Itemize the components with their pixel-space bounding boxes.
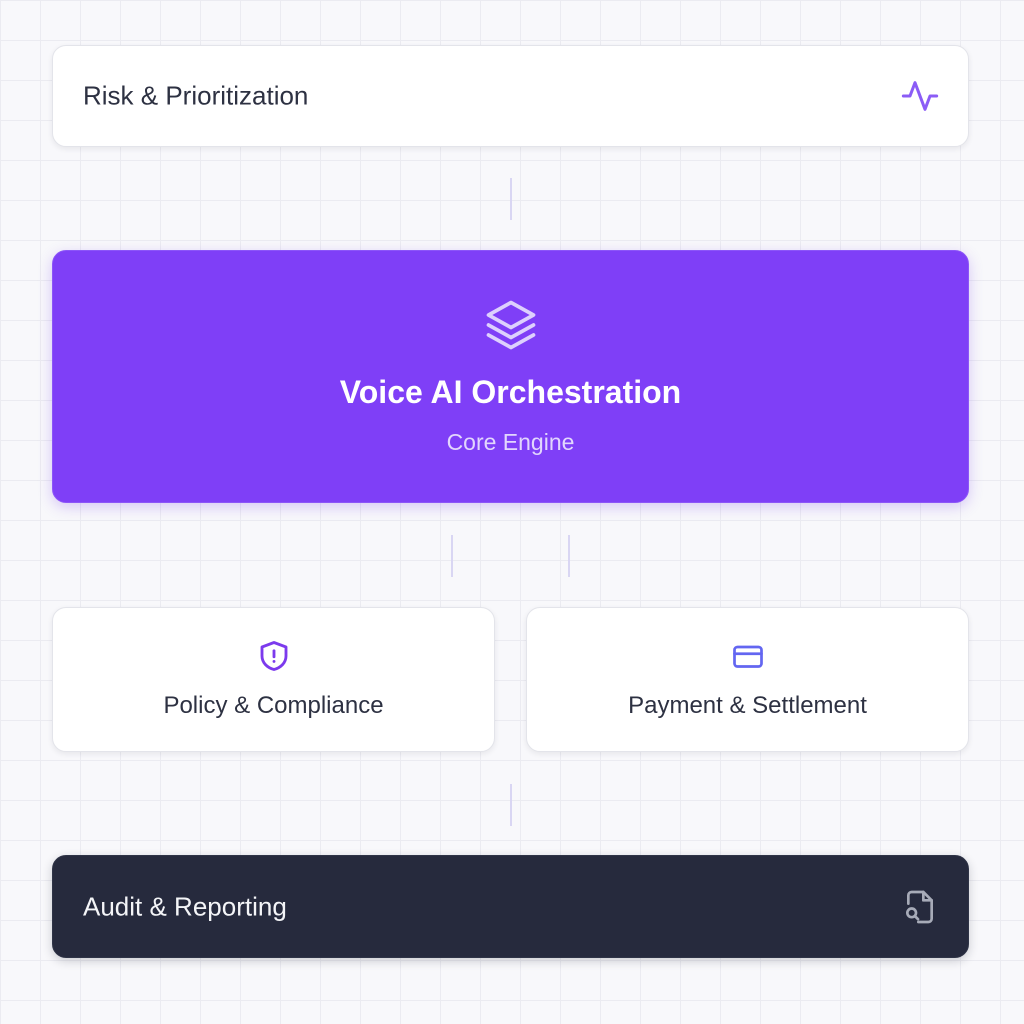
risk-prioritization-card: Risk & Prioritization: [52, 45, 969, 147]
file-search-icon: [906, 890, 933, 923]
connector-to-audit: [510, 784, 512, 826]
audit-reporting-card: Audit & Reporting: [52, 855, 969, 958]
connector-core-to-policy: [451, 535, 453, 577]
activity-pulse-icon: [901, 81, 939, 111]
connector-core-to-payment: [568, 535, 570, 577]
payment-settlement-title: Payment & Settlement: [628, 692, 867, 719]
core-engine-title: Voice AI Orchestration: [339, 374, 682, 410]
payment-settlement-card: Payment & Settlement: [526, 607, 969, 752]
audit-reporting-title: Audit & Reporting: [83, 891, 287, 921]
risk-prioritization-title: Risk & Prioritization: [83, 80, 309, 111]
policy-compliance-title: Policy & Compliance: [163, 692, 384, 719]
core-engine-card: Voice AI Orchestration Core Engine: [52, 250, 969, 503]
shield-alert-icon: [260, 641, 287, 671]
core-engine-subtitle: Core Engine: [446, 429, 575, 455]
connector-risk-to-core: [510, 178, 512, 220]
policy-compliance-card: Policy & Compliance: [52, 607, 495, 752]
credit-card-icon: [732, 645, 763, 668]
layers-stack-icon: [486, 300, 535, 350]
